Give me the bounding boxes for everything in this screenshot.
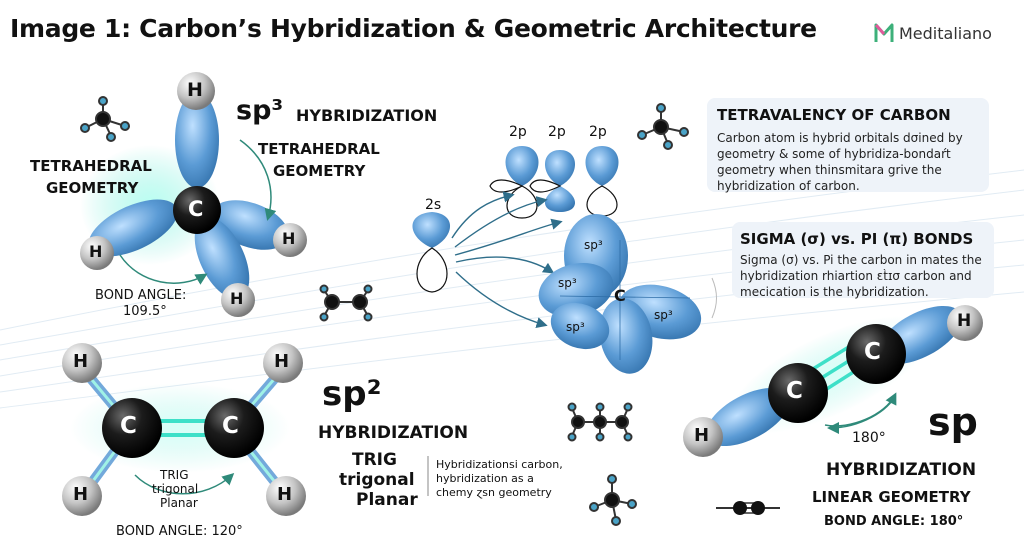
- sp-carbon-right: [846, 324, 906, 384]
- sp2-hydrogen-bl: [62, 476, 102, 516]
- sp2-trig-3: Planar: [356, 490, 418, 510]
- tetrahedral-molecule-icon: [589, 474, 637, 526]
- hybrid-lobe-left: [538, 263, 614, 317]
- m-letter-logo-icon: [874, 23, 894, 42]
- sp3-molecule: [80, 72, 307, 317]
- tetrahedral-molecule-icon: [637, 103, 689, 150]
- sp2-prefix: sp²: [322, 374, 382, 414]
- brand: Meditaliano: [874, 22, 992, 44]
- p-orbital-label-2: 2p: [548, 124, 566, 140]
- sp2-note-2: hybridization as a: [436, 472, 534, 485]
- sp-carbon-left: [768, 363, 828, 423]
- sp3-hydrogen-bottom: [221, 283, 255, 317]
- sp3-hydrogen-right: [273, 223, 307, 257]
- brand-name: Meditaliano: [899, 23, 992, 43]
- sp2-hydrogen-tr: [263, 343, 303, 383]
- sp3-lobe-down: [194, 217, 250, 299]
- sp2-hydrogen-tl: [62, 343, 102, 383]
- sp3-lobe-up: [175, 92, 219, 188]
- sp-geometry: LINEAR GEOMETRY: [812, 488, 971, 506]
- sp3-geometry-left-1: TETRAHEDRAL: [30, 157, 152, 175]
- sp-h-right: H: [957, 311, 972, 331]
- sp2-angle: BOND ANGLE: 120°: [116, 524, 243, 539]
- sp2-h-tr: H: [274, 351, 290, 372]
- sp3-h-bottom: H: [230, 289, 244, 308]
- tetravalency-box: TETRAVALENCY OF CARBON Carbon atom is hy…: [707, 98, 989, 193]
- sigma-pi-box: SIGMA (σ) vs. PI (π) BONDS Sigma (σ) vs.…: [732, 222, 994, 299]
- sp2-h-br: H: [277, 484, 293, 505]
- sp2-word: HYBRIDIZATION: [318, 423, 469, 443]
- s-orbital-label: 2s: [425, 197, 442, 213]
- sp3-h-right: H: [282, 229, 296, 248]
- hybrid-label-left: sp³: [558, 276, 577, 290]
- page-title: Image 1: Carbon’s Hybridization & Geomet…: [10, 14, 817, 43]
- sp2-carbon-left-label: C: [120, 413, 137, 439]
- ethane-molecule-icon: [319, 284, 373, 322]
- sp3-carbon-label: C: [188, 197, 204, 221]
- sp-hydrogen-right: [947, 305, 983, 341]
- s-orbital-upper: [412, 212, 451, 248]
- sp2-carbon-right: [204, 398, 264, 458]
- sp2-h-bl: H: [73, 484, 89, 505]
- sp3-word: HYBRIDIZATION: [296, 106, 438, 125]
- hybrid-center-label: C: [614, 286, 626, 305]
- sp-hydrogen-left: [683, 417, 723, 457]
- sp2-carbon-right-label: C: [222, 413, 239, 439]
- sp-lobe-left: [706, 387, 790, 447]
- sp-h-left: H: [694, 425, 710, 446]
- hybrid-label-bottom: sp³: [566, 320, 585, 334]
- sp3-angle-label: BOND ANGLE:: [95, 288, 187, 303]
- sp3-h-top: H: [187, 79, 203, 101]
- sp-word: HYBRIDIZATION: [826, 460, 977, 480]
- sp2-h-tl: H: [73, 351, 89, 372]
- sigma-pi-heading: SIGMA (σ) vs. PI (π) BONDS: [740, 230, 974, 248]
- p-orbital-1: [489, 146, 539, 219]
- p-orbital-label-1: 2p: [509, 124, 527, 140]
- sigma-pi-body: Sigma (σ) vs. Pi the carbon in mates the…: [740, 253, 982, 299]
- tetrahedral-molecule-icon: [80, 96, 130, 142]
- sp2-carbon-left: [102, 398, 162, 458]
- sp-angle-marker: 180°: [852, 430, 886, 446]
- orbital-diagram: [412, 146, 702, 374]
- sp3-angle-value: 109.5°: [123, 304, 167, 319]
- sp-molecule: [683, 305, 983, 457]
- sp-prefix: sp: [928, 400, 978, 444]
- tetravalency-heading: TETRAVALENCY OF CARBON: [717, 106, 951, 124]
- sp2-hydrogen-br: [266, 476, 306, 516]
- sp-carbon-right-label: C: [864, 339, 881, 365]
- sp2-center-2: trigonal: [152, 482, 199, 496]
- triple-bond-molecule-icon: [716, 501, 780, 515]
- sp3-carbon-atom: [173, 186, 221, 234]
- p-orbital-label-3: 2p: [589, 124, 607, 140]
- hybrid-lobe-bottom: [599, 298, 653, 374]
- hybrid-label-top: sp³: [584, 238, 603, 252]
- sp2-note-1: Hybridizationsi carbon,: [436, 458, 563, 471]
- sp2-molecule: [62, 343, 306, 516]
- sp3-geometry-right-2: GEOMETRY: [273, 162, 366, 180]
- sp2-center-1: TRIG: [160, 468, 189, 482]
- sp3-geometry-left-2: GEOMETRY: [46, 179, 139, 197]
- sp2-trig-1: TRIG: [352, 450, 397, 470]
- sp2-trig-2: trigonal: [339, 470, 415, 490]
- sp3-lobe-left: [88, 199, 178, 257]
- sp-angle: BOND ANGLE: 180°: [824, 514, 964, 529]
- sp3-geometry-right-1: TETRAHEDRAL: [258, 140, 380, 158]
- p-orbital-2: [529, 150, 575, 212]
- sp2-center-3: Planar: [160, 496, 198, 510]
- sp3-h-left: H: [89, 242, 103, 261]
- sp-carbon-left-label: C: [786, 378, 803, 404]
- p-orbital-3: [585, 146, 619, 217]
- sp2-note-3: chemy ɀsn geometry: [436, 486, 552, 499]
- s-orbital-lower: [416, 247, 448, 293]
- chain-molecule-icon: [567, 402, 633, 442]
- hybrid-lobe-lower-left: [550, 302, 610, 350]
- tetravalency-body: Carbon atom is hybrid orbitals dσined by…: [717, 131, 963, 193]
- sp3-hydrogen-top: [177, 72, 215, 110]
- hybrid-label-right: sp³: [654, 308, 673, 322]
- sp3-hydrogen-left: [80, 236, 114, 270]
- sp3-prefix: sp³: [236, 95, 284, 126]
